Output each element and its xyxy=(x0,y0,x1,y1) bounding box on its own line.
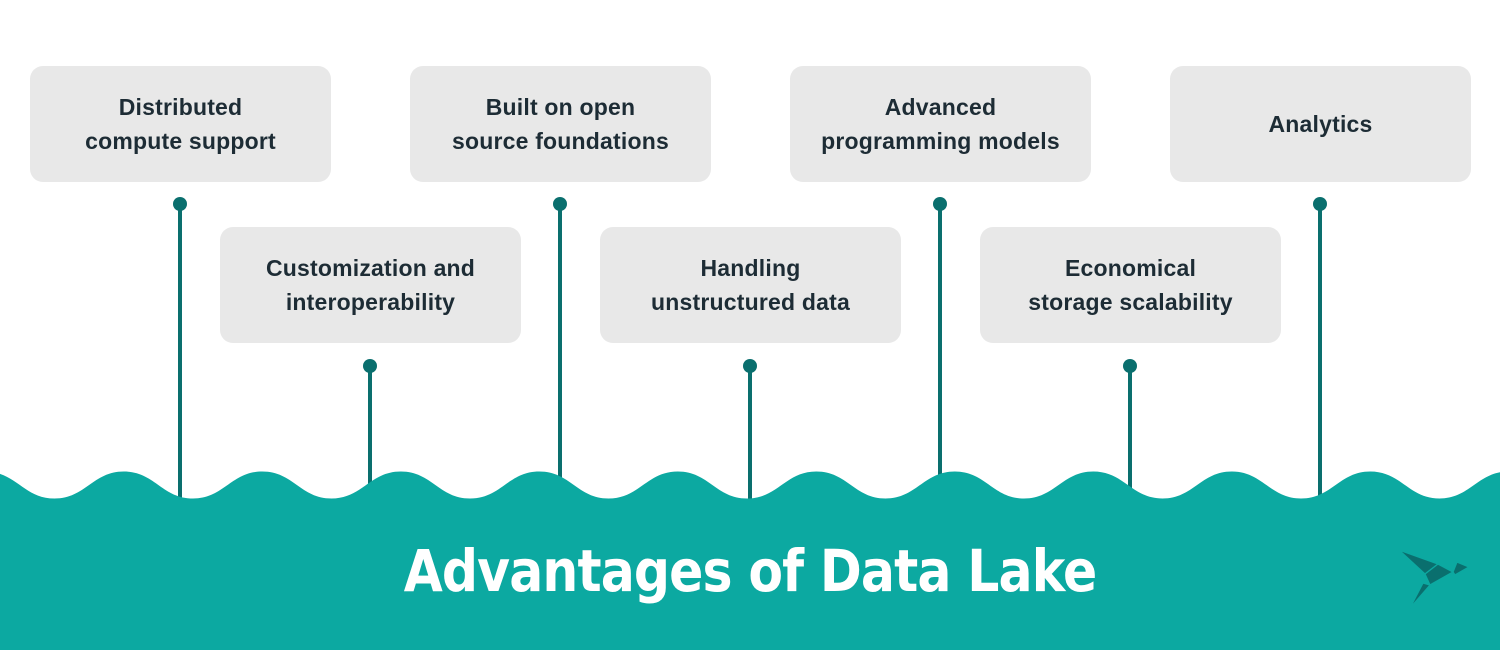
card-economical-storage-scalability: Economical storage scalability xyxy=(980,227,1281,343)
card-advanced-programming-models: Advanced programming models xyxy=(790,66,1091,182)
connector-dot-icon xyxy=(173,197,187,211)
card-label: Analytics xyxy=(1268,111,1373,137)
card-analytics: Analytics xyxy=(1170,66,1471,182)
page-title: Advantages of Data Lake xyxy=(0,537,1500,605)
connector-pin xyxy=(1313,197,1327,502)
connector-pin xyxy=(553,197,567,502)
card-distributed-compute-support: Distributed compute support xyxy=(30,66,331,182)
connector-dot-icon xyxy=(553,197,567,211)
card-label: Advanced programming models xyxy=(821,94,1060,154)
connector-dot-icon xyxy=(1123,359,1137,373)
connector-dot-icon xyxy=(363,359,377,373)
connector-dot-icon xyxy=(933,197,947,211)
connector-pin xyxy=(173,197,187,502)
card-label: Handling unstructured data xyxy=(651,255,850,315)
connector-line xyxy=(938,209,942,502)
connector-pin xyxy=(363,359,377,502)
connector-pin xyxy=(933,197,947,502)
page-title-text: Advantages of Data Lake xyxy=(403,537,1098,605)
card-label: Customization and interoperability xyxy=(265,255,476,315)
connector-line xyxy=(748,371,752,502)
card-label: Economical storage scalability xyxy=(1028,255,1233,315)
connector-line xyxy=(1318,209,1322,502)
connector-line xyxy=(558,209,562,502)
card-label: Built on open source foundations xyxy=(451,94,669,154)
connector-pin xyxy=(743,359,757,502)
card-label: Distributed compute support xyxy=(85,94,276,154)
connector-dot-icon xyxy=(743,359,757,373)
origami-bird-icon xyxy=(1398,549,1470,609)
lake-wave xyxy=(0,471,1500,650)
connector-dot-icon xyxy=(1313,197,1327,211)
card-customization-and-interoperability: Customization and interoperability xyxy=(220,227,521,343)
connector-line xyxy=(178,209,182,502)
card-handling-unstructured-data: Handling unstructured data xyxy=(600,227,901,343)
card-built-on-open-source-foundations: Built on open source foundations xyxy=(410,66,711,182)
connector-pin xyxy=(1123,359,1137,502)
connector-line xyxy=(368,371,372,502)
connector-line xyxy=(1128,371,1132,502)
